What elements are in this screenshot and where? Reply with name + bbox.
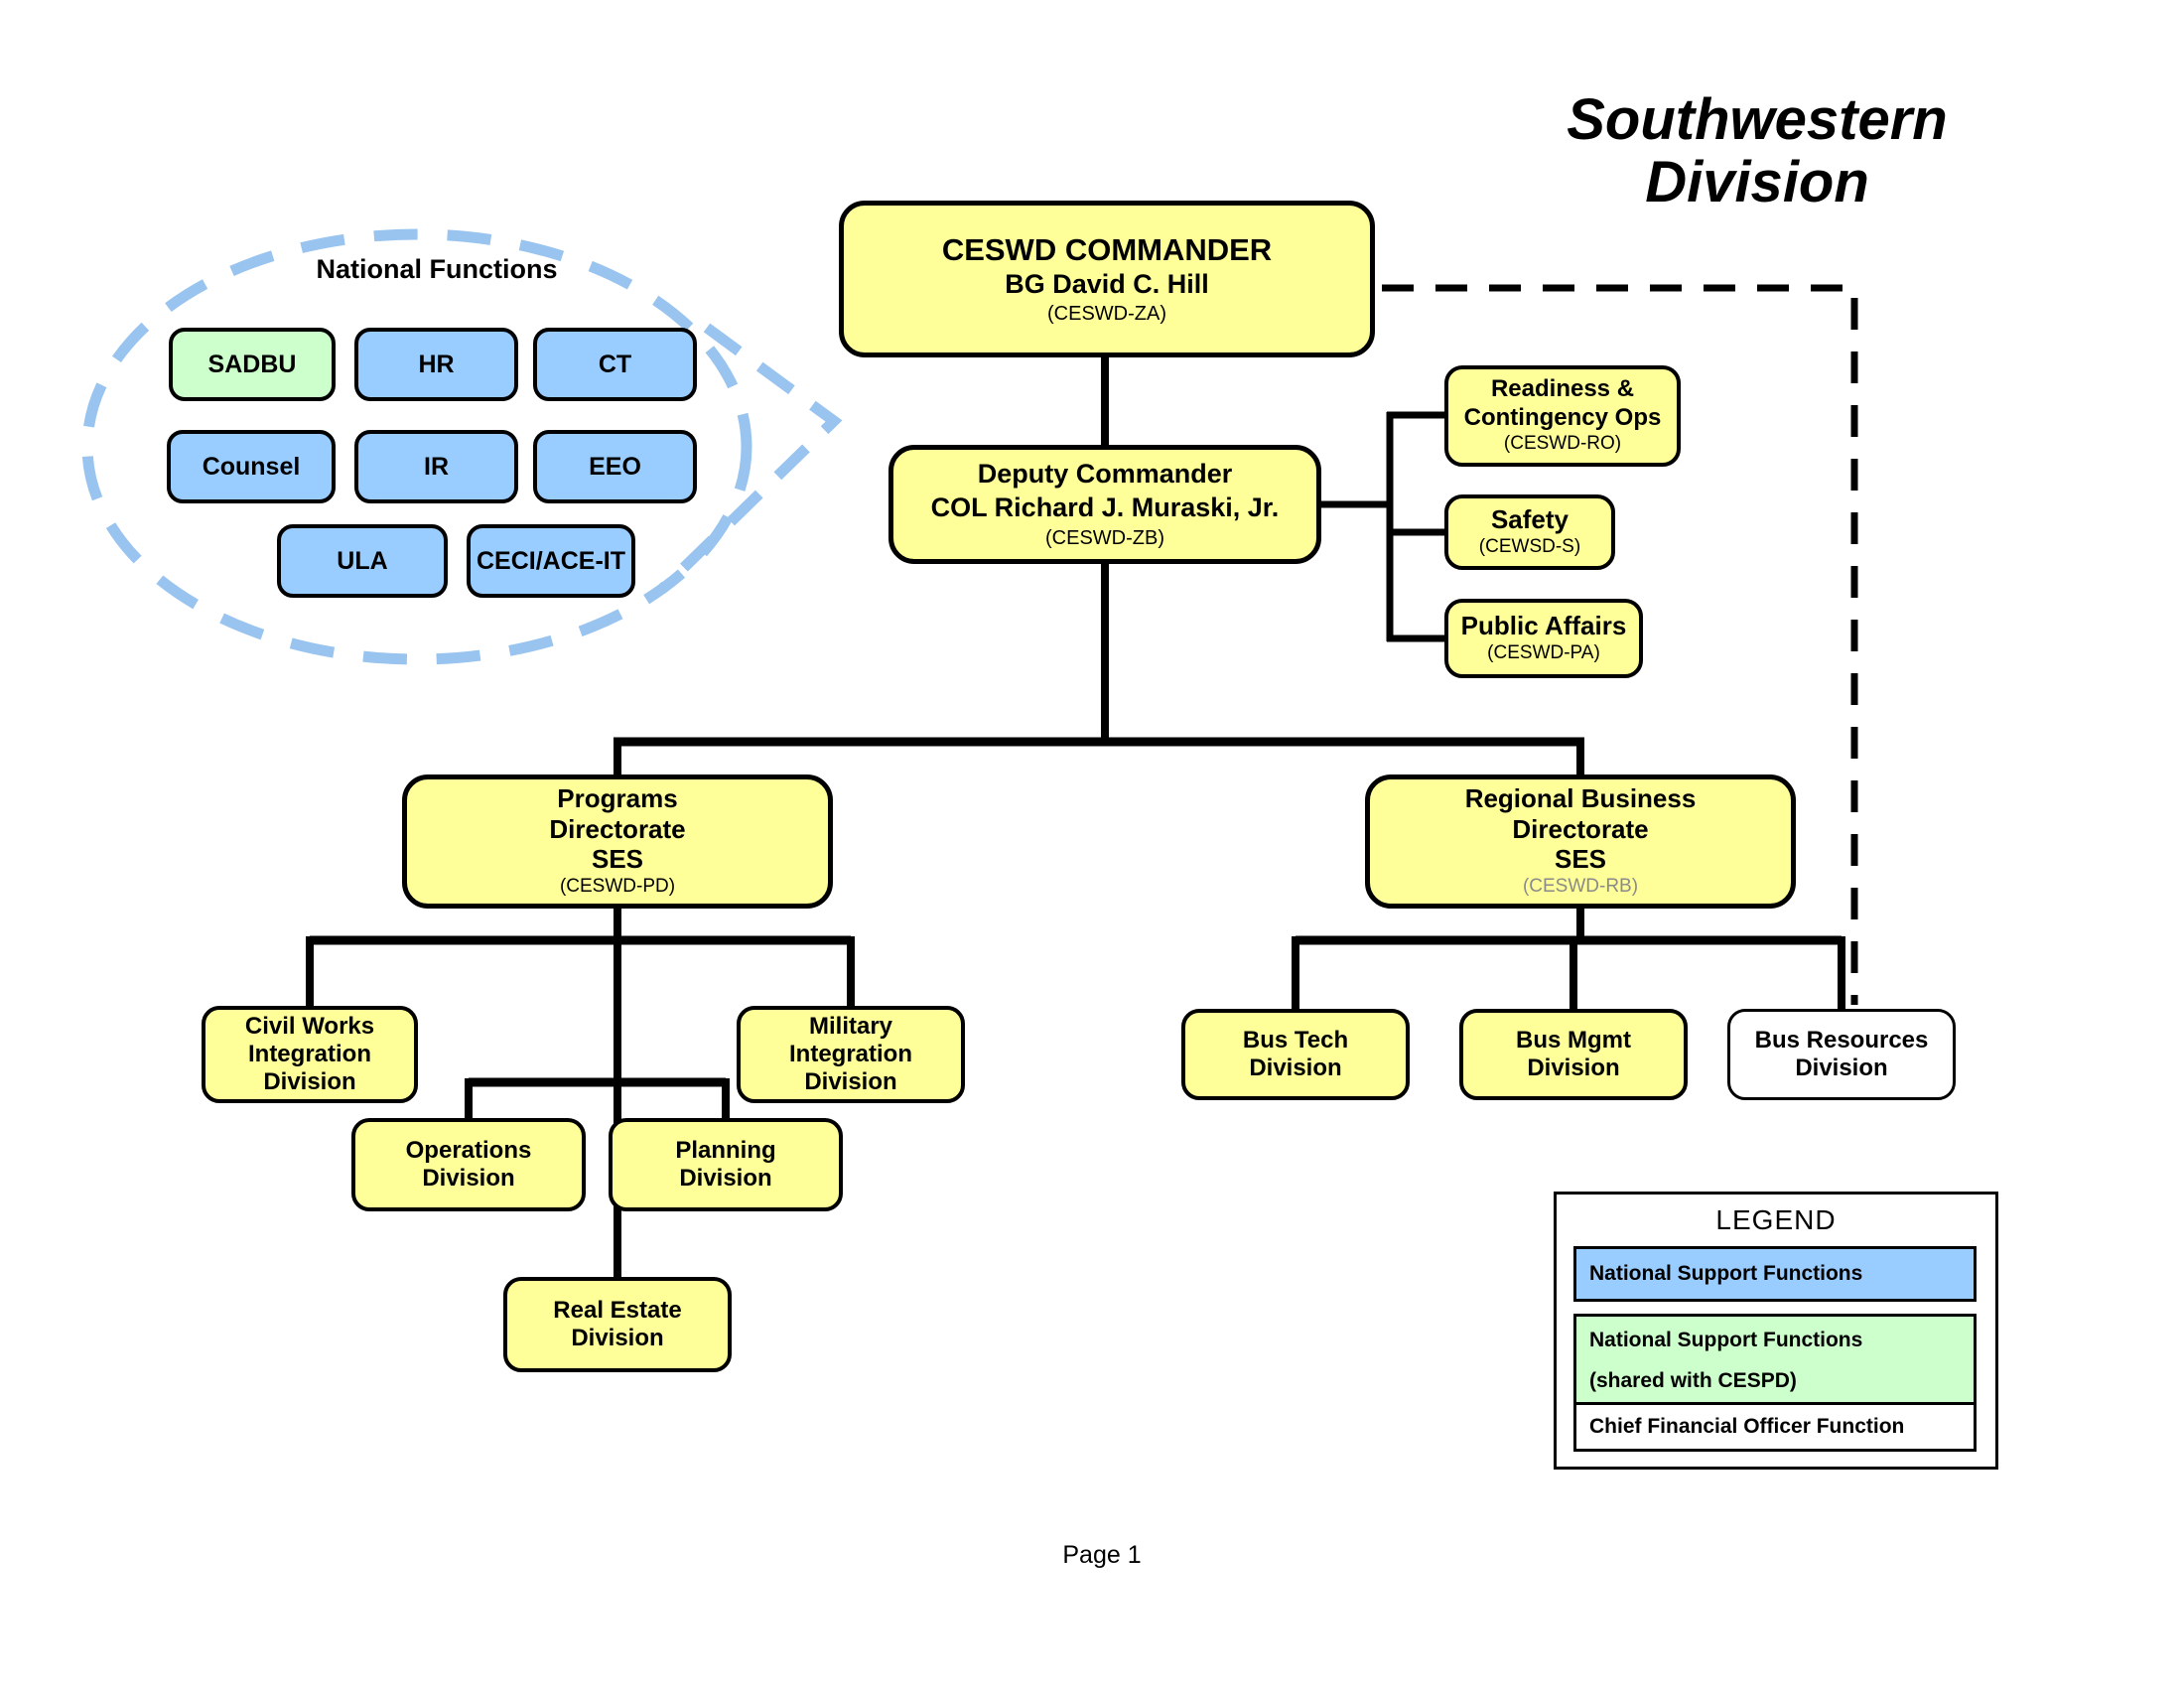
public-affairs-label: Public Affairs xyxy=(1460,611,1627,641)
civil-works-integration-division-box: Civil Works Integration Division xyxy=(202,1006,418,1103)
nf-ula-box: ULA xyxy=(277,524,448,598)
legend-entry-cfo-function-label: Chief Financial Officer Function xyxy=(1589,1415,1905,1438)
legend-entry-shared-cespd-label: National Support Functions (shared with … xyxy=(1589,1329,1863,1392)
legend-entry-cfo-function: Chief Financial Officer Function xyxy=(1573,1402,1977,1452)
civil-works-label: Civil Works Integration Division xyxy=(244,1012,375,1096)
nf-ula-label: ULA xyxy=(337,546,388,575)
bus-tech-division-box: Bus Tech Division xyxy=(1181,1009,1410,1100)
national-functions-ellipse-pointer xyxy=(657,323,843,594)
operations-label: Operations Division xyxy=(405,1136,532,1192)
safety-code: (CEWSD-S) xyxy=(1478,535,1581,557)
nf-hr-box: HR xyxy=(354,328,518,401)
regional-code: (CESWD-RB) xyxy=(1522,876,1639,898)
real-estate-division-box: Real Estate Division xyxy=(503,1277,732,1372)
public-affairs-code: (CESWD-PA) xyxy=(1487,641,1600,663)
nf-eeo-label: EEO xyxy=(589,452,641,481)
nf-ir-box: IR xyxy=(354,430,518,503)
legend-entry-shared-cespd: National Support Functions (shared with … xyxy=(1573,1314,1977,1405)
deputy-code: (CESWD-ZB) xyxy=(1045,526,1164,549)
planning-label: Planning Division xyxy=(675,1136,776,1192)
nf-ir-label: IR xyxy=(424,452,449,481)
division-title: Southwestern Division xyxy=(1567,87,1948,214)
deputy-name: Deputy Commander COL Richard J. Muraski,… xyxy=(930,459,1280,522)
regional-business-directorate-box: Regional Business Directorate SES (CESWD… xyxy=(1365,774,1796,909)
bus-resources-division-box: Bus Resources Division xyxy=(1727,1009,1956,1100)
bus-resources-label: Bus Resources Division xyxy=(1754,1026,1929,1081)
nf-ceci-ace-it-box: CECI/ACE-IT xyxy=(467,524,635,598)
commander-code: (CESWD-ZA) xyxy=(1047,303,1166,326)
commander-title: CESWD COMMANDER xyxy=(941,231,1273,267)
safety-box: Safety (CEWSD-S) xyxy=(1444,494,1615,570)
nf-hr-label: HR xyxy=(418,350,455,378)
military-label: Military Integration Division xyxy=(789,1012,912,1096)
national-functions-ellipse xyxy=(81,228,752,665)
nf-sadbu-box: SADBU xyxy=(169,328,336,401)
legend-title: LEGEND xyxy=(1715,1204,1837,1235)
nf-eeo-box: EEO xyxy=(533,430,697,503)
programs-label: Programs Directorate SES xyxy=(549,783,686,875)
programs-directorate-box: Programs Directorate SES (CESWD-PD) xyxy=(402,774,833,909)
nf-ct-box: CT xyxy=(533,328,697,401)
nf-sadbu-label: SADBU xyxy=(207,350,297,378)
deputy-commander-box: Deputy Commander COL Richard J. Muraski,… xyxy=(888,445,1321,564)
national-functions-label: National Functions xyxy=(316,254,558,284)
operations-division-box: Operations Division xyxy=(351,1118,586,1211)
military-integration-division-box: Military Integration Division xyxy=(737,1006,965,1103)
bus-tech-label: Bus Tech Division xyxy=(1242,1026,1349,1081)
legend-entry-national-support-label: National Support Functions xyxy=(1589,1262,1863,1285)
nf-counsel-label: Counsel xyxy=(202,452,301,481)
bus-mgmt-label: Bus Mgmt Division xyxy=(1516,1026,1631,1081)
nf-ceci-ace-it-label: CECI/ACE-IT xyxy=(477,546,625,575)
programs-code: (CESWD-PD) xyxy=(559,876,676,898)
regional-label: Regional Business Directorate SES xyxy=(1464,783,1697,875)
readiness-code: (CESWD-RO) xyxy=(1503,432,1622,454)
legend-entry-national-support: National Support Functions xyxy=(1573,1246,1977,1302)
planning-division-box: Planning Division xyxy=(609,1118,843,1211)
page-number: Page 1 xyxy=(1062,1541,1142,1569)
nf-ct-label: CT xyxy=(598,350,632,378)
bus-mgmt-division-box: Bus Mgmt Division xyxy=(1459,1009,1688,1100)
commander-name: BG David C. Hill xyxy=(1005,268,1209,299)
readiness-contingency-ops-box: Readiness & Contingency Ops (CESWD-RO) xyxy=(1444,365,1681,467)
legend: LEGEND National Support Functions Nation… xyxy=(1554,1192,1998,1470)
real-estate-label: Real Estate Division xyxy=(553,1296,682,1351)
readiness-label: Readiness & Contingency Ops xyxy=(1463,375,1662,431)
public-affairs-box: Public Affairs (CESWD-PA) xyxy=(1444,599,1643,678)
safety-label: Safety xyxy=(1490,504,1570,535)
commander-box: CESWD COMMANDER BG David C. Hill (CESWD-… xyxy=(839,201,1375,357)
nf-counsel-box: Counsel xyxy=(167,430,336,503)
